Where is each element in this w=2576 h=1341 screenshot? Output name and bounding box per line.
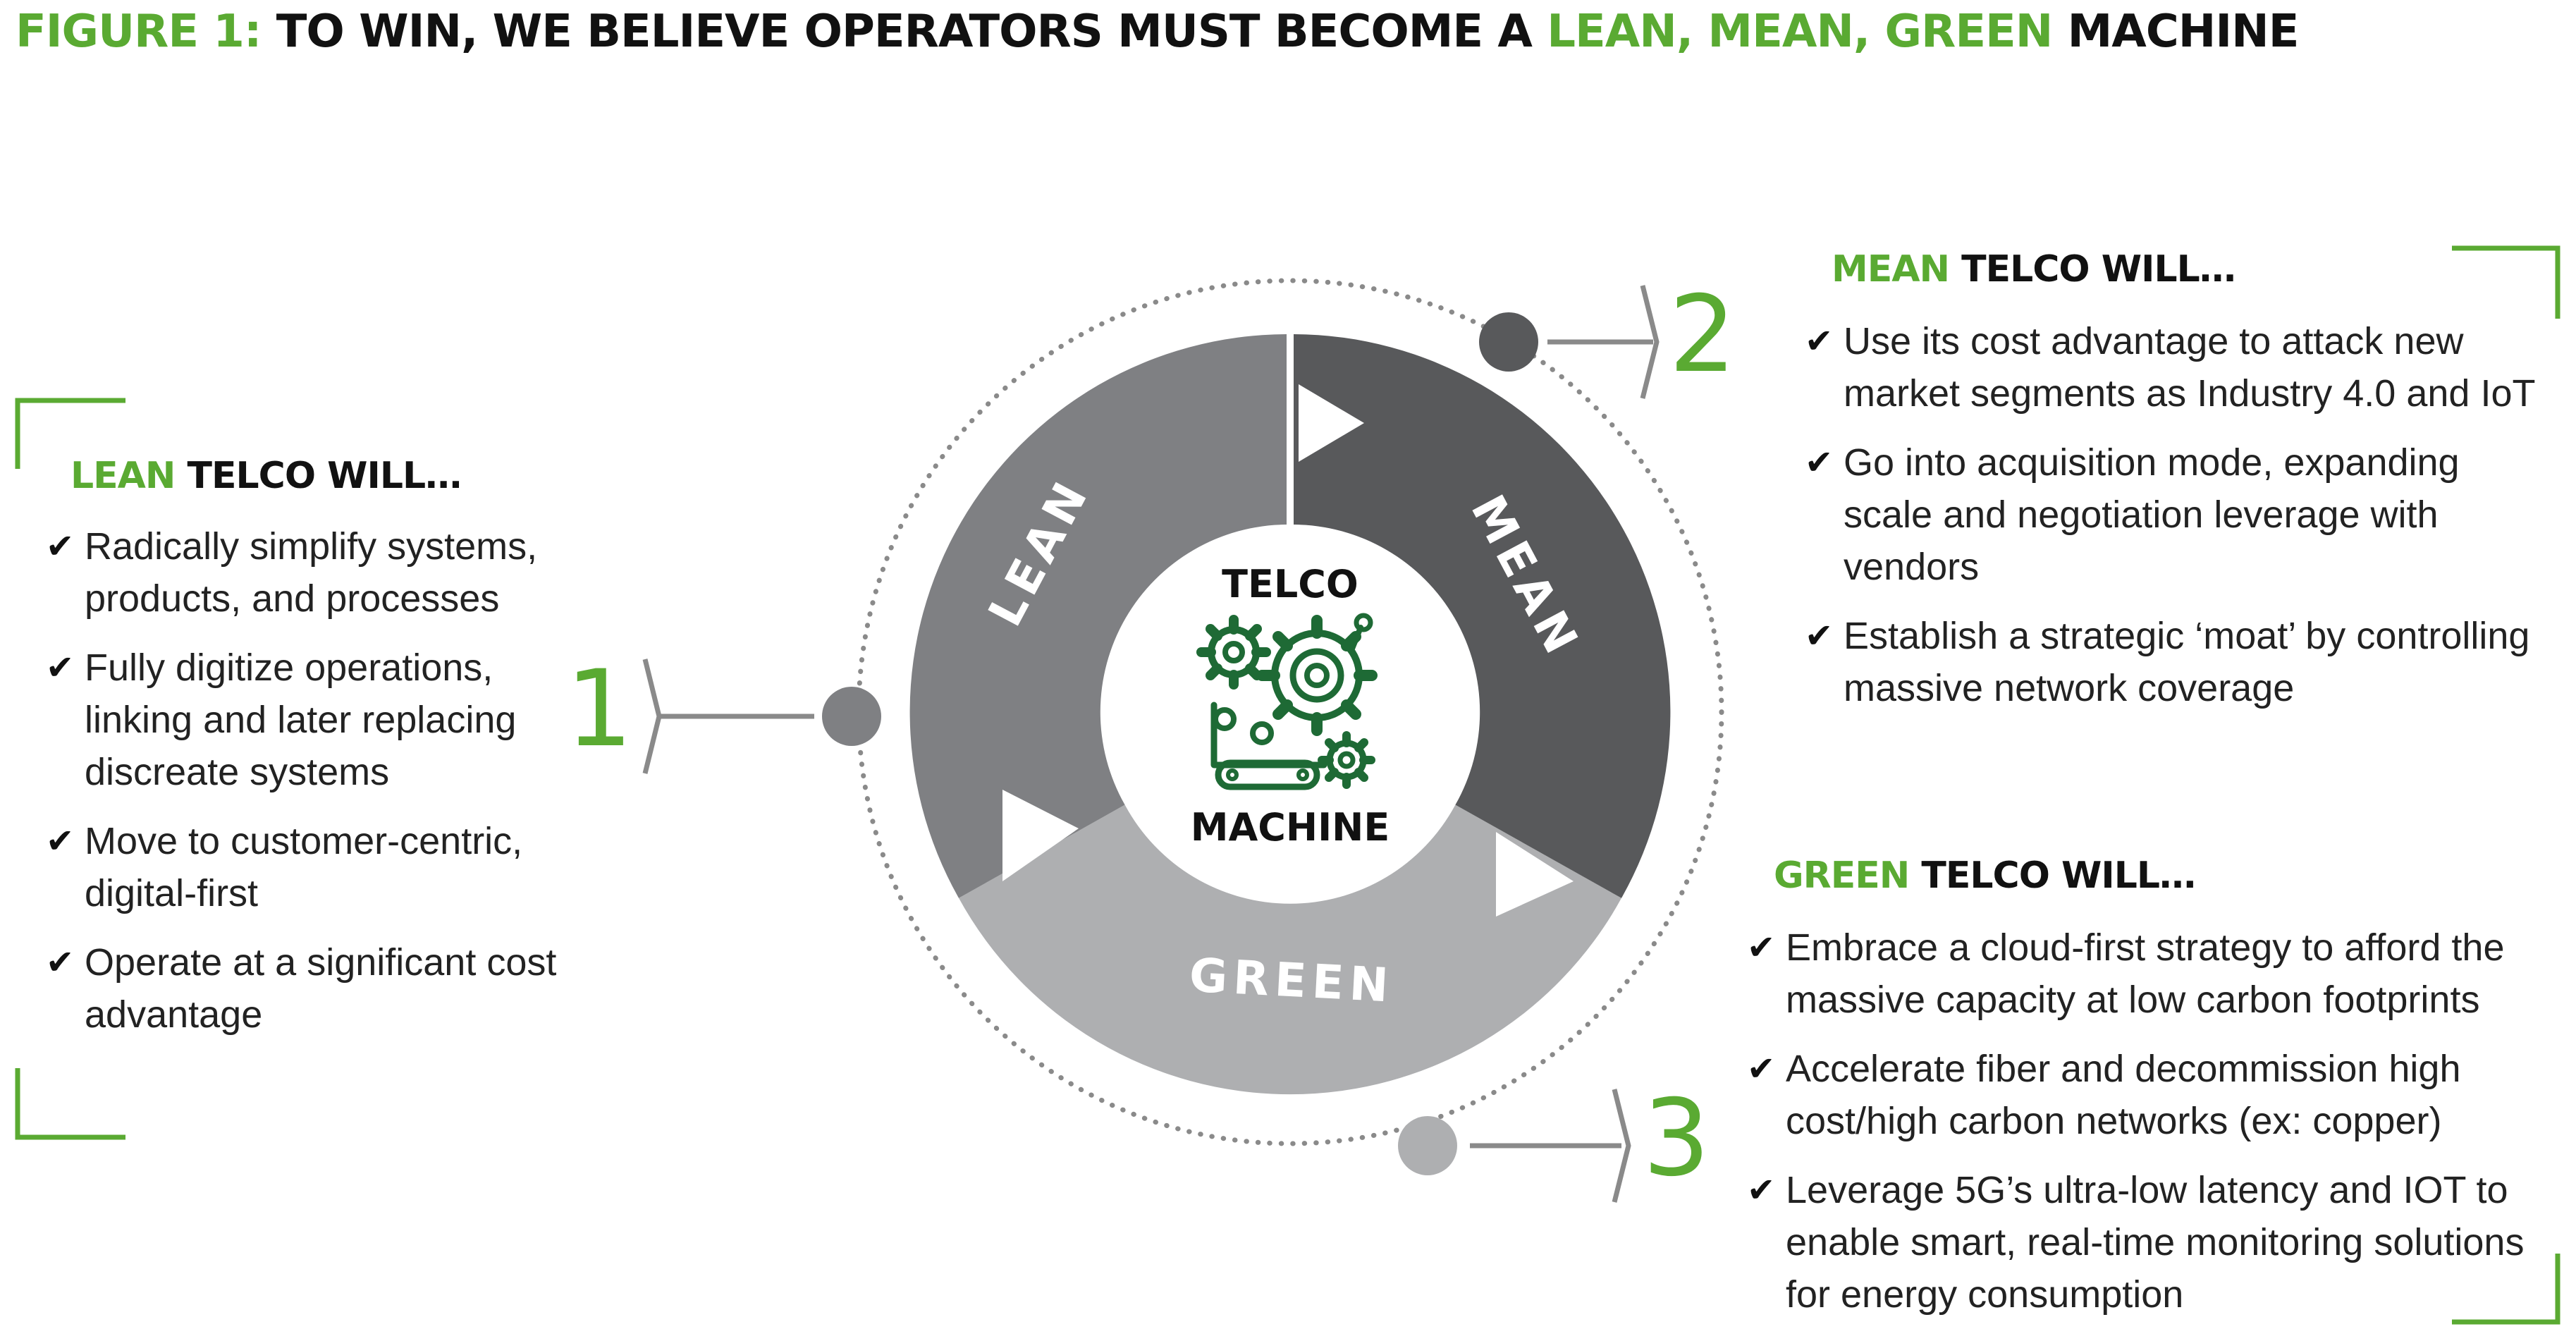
callout-number-green: 3 [1643,1077,1710,1200]
ring-label-green: GREEN [1188,948,1395,1013]
list-item: ✔ Use its cost advantage to attack new ma… [1805,315,2552,420]
callout-number-lean: 1 [565,648,632,771]
check-icon: ✔ [1805,616,1834,656]
callout-dot-mean [1479,312,1538,372]
arrow-mean-to-green [1496,832,1574,917]
list-item-text: Establish a strategic ‘moat’ by controll… [1844,615,2530,709]
list-item: ✔Leverage 5G’s ultra-low latency and IOT… [1747,1164,2544,1321]
lean-heading: LEAN TELCO WILL… [70,455,462,497]
check-icon: ✔ [46,821,75,861]
lean-heading-rest: TELCO WILL… [187,455,462,497]
list-item: ✔ Operate at a significant cost advantage [46,936,582,1041]
dotted-orbit [856,278,1724,1146]
green-heading-highlight: GREEN [1774,855,1910,897]
figure-title-suffix: MACHINE [2067,6,2300,58]
arrow-lean-to-mean [1299,384,1364,462]
mean-segment [1294,334,1671,898]
check-icon: ✔ [46,527,75,566]
mean-heading-rest: TELCO WILL… [1961,248,2236,290]
green-heading: GREEN TELCO WILL… [1774,855,2196,897]
list-item-text: Use its cost advantage to attack new mar… [1844,320,2536,415]
lean-list: ✔ Radically simplify systems, products, a… [46,520,582,1058]
green-heading-rest: TELCO WILL… [1921,855,2196,897]
check-icon: ✔ [1747,1049,1776,1089]
callout-lean: 1 [565,648,881,774]
mean-heading: MEAN TELCO WILL… [1832,248,2236,290]
callout-dot-green [1398,1116,1457,1175]
figure-title-highlight: LEAN, MEAN, GREEN [1547,6,2053,58]
callout-green: 3 [1398,1077,1710,1203]
mean-heading-highlight: MEAN [1832,248,1950,290]
callout-number-mean: 2 [1669,274,1736,396]
callout-dot-lean [822,687,881,746]
figure-title-prefix: FIGURE 1: [16,6,262,58]
green-segment [959,804,1621,1095]
bracket-green-bottom [2452,1254,2560,1325]
list-item: ✔Move to customer-centric, digital-first [46,815,582,919]
list-item-text: Go into acquisition mode, expanding scal… [1844,441,2460,588]
figure-title: FIGURE 1: TO WIN, WE BELIEVE OPERATORS M… [16,6,2300,58]
bracket-lean-bottom [15,1068,125,1140]
list-item: ✔ Fully digitize operations, linking and … [46,642,582,798]
list-item: ✔ Radically simplify systems, products, a… [46,520,582,625]
figure-title-main: TO WIN, WE BELIEVE OPERATORS MUST BECOME… [276,6,1533,58]
check-icon: ✔ [1747,1170,1776,1210]
list-item-text: Accelerate fiber and decommission high c… [1786,1048,2461,1142]
list-item-text: Embrace a cloud-first strategy to afford… [1786,926,2505,1021]
lean-segment [909,334,1287,898]
check-icon: ✔ [1747,928,1776,967]
center-label-top: TELCO [1222,562,1358,606]
list-item-text: Radically simplify systems, products, an… [85,525,538,620]
check-icon: ✔ [1805,322,1834,361]
list-item-text: Operate at a significant cost advantage [85,941,557,1036]
list-item-text: Leverage 5G’s ultra-low latency and IOT … [1786,1169,2525,1316]
list-item: ✔ Embrace a cloud-first strategy to affor… [1747,921,2544,1026]
center-label-bottom: MACHINE [1191,805,1390,850]
list-item: ✔Accelerate fiber and decommission high … [1747,1043,2544,1147]
bracket-lean-top [15,398,125,469]
corner-brackets [15,245,2560,1325]
arrow-green-to-lean [1002,790,1079,881]
bracket-mean-top [2452,245,2560,319]
gears-icon [1196,613,1378,790]
mean-list: ✔ Use its cost advantage to attack new ma… [1805,315,2552,731]
list-item: ✔Establish a strategic ‘moat’ by control… [1805,610,2552,714]
check-icon: ✔ [46,648,75,687]
callout-mean: 2 [1479,274,1736,399]
green-list: ✔Embrace a cloud-first strategy to affor… [1747,921,2544,1337]
list-item-text: Fully digitize operations, linking and l… [85,647,517,793]
list-item: ✔ Go into acquisition mode, expanding sca… [1805,436,2552,593]
check-icon: ✔ [1805,443,1834,482]
check-icon: ✔ [46,943,75,982]
lean-heading-highlight: LEAN [70,455,176,497]
list-item-text: Move to customer-centric, digital-first [85,820,523,914]
